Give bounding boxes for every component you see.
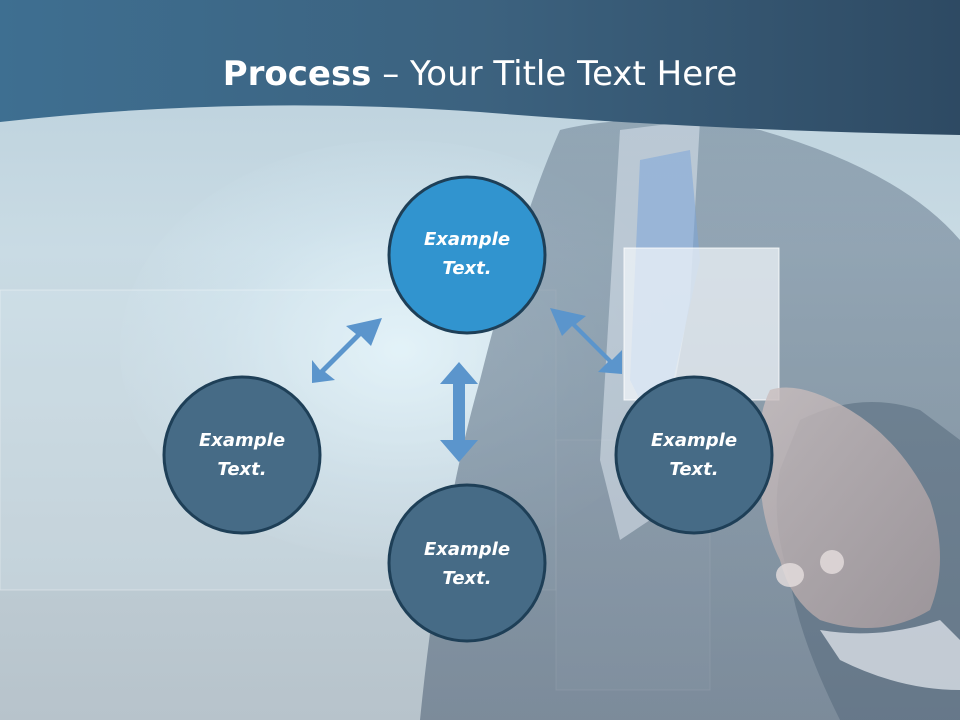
title-rest: – Your Title Text Here <box>371 54 738 94</box>
node-right-line2: Text. <box>669 459 719 480</box>
node-left-line2: Text. <box>217 459 267 480</box>
node-top-line2: Text. <box>442 258 492 279</box>
node-top-circle <box>387 175 547 335</box>
node-bottom-line2: Text. <box>442 568 492 589</box>
node-right-circle <box>614 375 774 535</box>
node-left-line1: Example <box>198 430 286 451</box>
node-top-line1: Example <box>423 229 511 250</box>
node-right-line1: Example <box>650 430 738 451</box>
node-bottom-line1: Example <box>423 539 511 560</box>
arrows <box>312 308 622 462</box>
node-bottom-circle <box>387 483 547 643</box>
node-right-label: Example Text. <box>619 426 769 484</box>
arrow-center-vertical <box>440 362 478 462</box>
arrow-left-top <box>312 318 382 383</box>
node-top-label: Example Text. <box>392 225 542 283</box>
node-left-circle <box>162 375 322 535</box>
node-left-label: Example Text. <box>167 426 317 484</box>
slide-title: Process – Your Title Text Here <box>0 52 960 96</box>
title-band <box>0 0 960 135</box>
arrow-top-right <box>550 308 622 374</box>
node-bottom-label: Example Text. <box>392 535 542 593</box>
title-bold: Process <box>222 54 372 94</box>
